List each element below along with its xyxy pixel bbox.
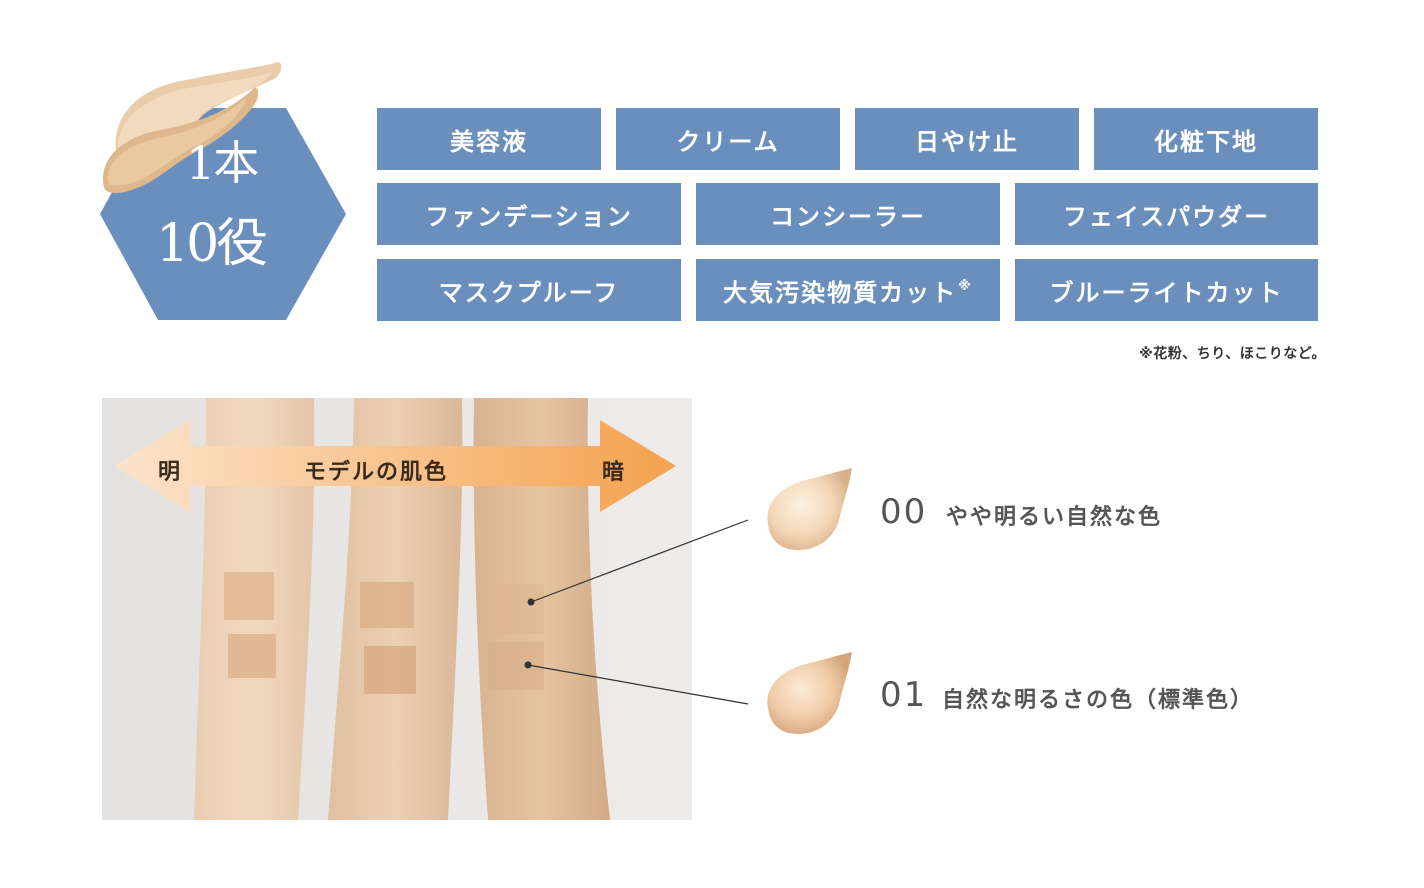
badge-line2: 10役	[156, 214, 268, 274]
shade-01-label: 自然な明るさの色（標準色）	[942, 688, 1255, 713]
role-tile-air-pollution: 大気汚染物質カット※	[696, 259, 1000, 321]
shade-00-label: やや明るい自然な色	[946, 505, 1163, 530]
arm-swatch-photo: 明 モデルの肌色 暗	[102, 398, 692, 820]
role-tile: 化粧下地	[1094, 108, 1318, 170]
role-tile: フェイスパウダー	[1015, 183, 1318, 245]
arms-illustration	[114, 398, 676, 820]
scale-dark-label: 暗	[602, 460, 627, 485]
shade-01-number: 01	[880, 675, 928, 715]
scale-center-label: モデルの肌色	[304, 460, 449, 485]
role-tile-label: 大気汚染物質カット	[723, 278, 958, 307]
footnote: ※花粉、ちり、ほこりなど。	[1139, 346, 1326, 362]
shade-01-swatch-icon	[767, 652, 852, 734]
double-arrow-icon	[114, 420, 676, 512]
ten-roles-badge	[100, 62, 346, 320]
role-tile: ファンデーション	[377, 183, 681, 245]
cream-swatch-icon	[102, 62, 282, 194]
shade-00-swatch-icon	[767, 468, 852, 550]
role-tile: 日やけ止	[855, 108, 1079, 170]
role-tile: ブルーライトカット	[1015, 259, 1318, 321]
role-tile: 美容液	[377, 108, 601, 170]
shade-00-number: 00	[880, 492, 928, 532]
role-tile: マスクプルーフ	[377, 259, 681, 321]
role-tile: クリーム	[616, 108, 840, 170]
role-tile: コンシーラー	[696, 183, 1000, 245]
scale-light-label: 明	[158, 460, 183, 485]
badge-line1: 1本	[186, 136, 259, 190]
footnote-mark: ※	[958, 278, 973, 294]
